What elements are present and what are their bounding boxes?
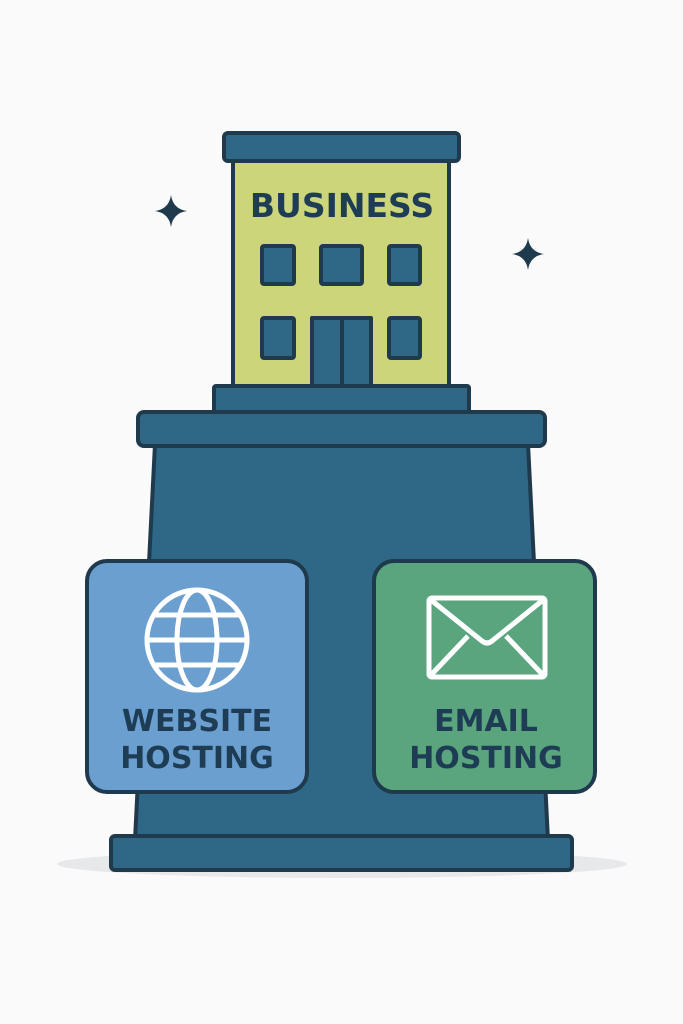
pedestal-step [212,384,471,414]
envelope-icon [426,595,548,680]
email-card-title-line2: HOSTING [409,741,563,776]
building-label: BUSINESS [250,186,434,225]
website-hosting-card [85,559,309,794]
email-card-title-line1: EMAIL [434,704,538,739]
website-card-title-line1: WEBSITE [122,704,272,739]
pedestal-top [136,410,547,448]
sparkle-icon [155,195,187,227]
globe-icon [144,587,250,693]
building-windows [260,244,422,360]
pedestal-base [109,834,574,872]
sparkle-icon [512,238,544,270]
website-card-title-line2: HOSTING [120,741,274,776]
building-roof [222,131,461,163]
